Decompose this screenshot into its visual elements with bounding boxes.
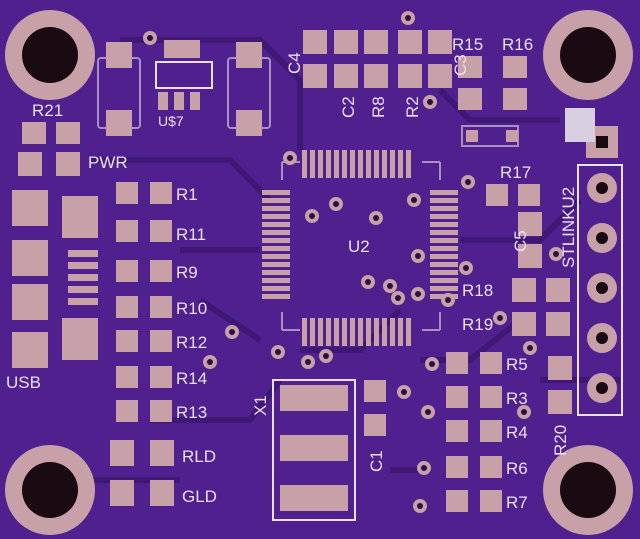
u2-bottom-pins: [302, 318, 411, 346]
pin1-marker: [565, 108, 595, 142]
label-x1: X1: [251, 395, 270, 416]
u2-top-pins: [302, 150, 411, 178]
label-r4: R4: [506, 423, 528, 442]
label-r21: R21: [32, 101, 63, 120]
label-r17: R17: [500, 163, 531, 182]
label-r8: R8: [369, 96, 388, 118]
label-r2: R2: [403, 96, 422, 118]
smd-pads: [12, 30, 618, 512]
label-r9: R9: [176, 263, 198, 282]
via-holes: [147, 15, 559, 509]
label-c1: C1: [367, 450, 386, 472]
label-r13: R13: [176, 403, 207, 422]
label-r20: R20: [551, 425, 570, 456]
label-c4: C4: [285, 52, 304, 74]
vias: [143, 11, 563, 513]
label-r10: R10: [176, 299, 207, 318]
label-r3: R3: [506, 389, 528, 408]
u2-right-pins: [430, 190, 458, 299]
label-r19: R19: [462, 315, 493, 334]
label-r12: R12: [176, 333, 207, 352]
label-rld: RLD: [182, 447, 216, 466]
label-r11: R11: [176, 225, 206, 244]
label-r16: R16: [502, 35, 533, 54]
label-c5: C5: [511, 230, 530, 252]
mounting-holes: [5, 10, 633, 535]
label-pwr: PWR: [88, 153, 128, 172]
label-r5: R5: [506, 355, 528, 374]
header-holes: [596, 136, 608, 394]
u2-left-pins: [262, 190, 290, 299]
label-u2: U2: [348, 237, 370, 256]
label-r6: R6: [506, 459, 528, 478]
label-r7: R7: [506, 493, 528, 512]
label-stlinku2: STLINKU2: [559, 187, 578, 268]
label-r15: R15: [452, 35, 483, 54]
label-r1: R1: [176, 185, 198, 204]
label-gld: GLD: [182, 487, 217, 506]
label-r14: R14: [176, 369, 207, 388]
label-usb: USB: [6, 373, 41, 392]
label-u7: U$7: [158, 113, 184, 129]
label-r18: R18: [462, 281, 493, 300]
label-c3: C3: [451, 54, 470, 76]
label-c2: C2: [339, 96, 358, 118]
